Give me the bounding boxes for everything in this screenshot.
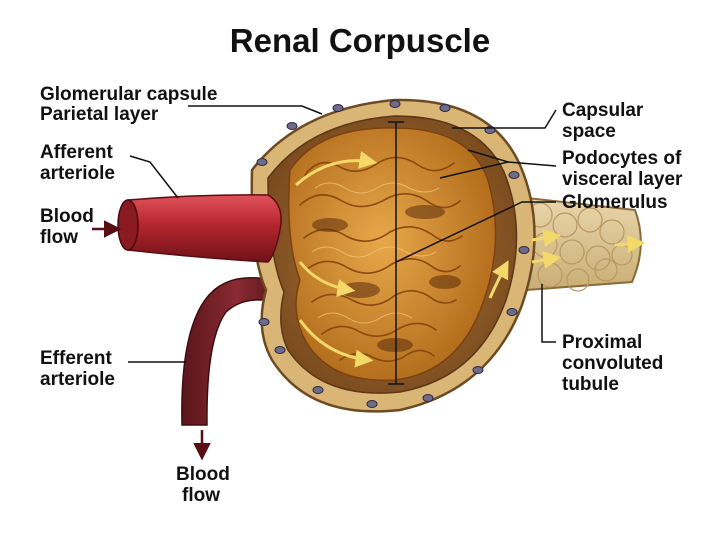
label-efferent: Efferent xyxy=(40,348,112,369)
label-flow-out: flow xyxy=(182,485,220,506)
label-glomerular-capsule: Glomerular capsule xyxy=(40,84,218,105)
label-visceral-layer: visceral layer xyxy=(562,169,683,190)
label-tubule: tubule xyxy=(562,374,619,395)
label-proximal: Proximal xyxy=(562,332,643,353)
leader-podocytes-2 xyxy=(467,149,509,163)
label-flow-in: flow xyxy=(40,227,78,248)
label-parietal-layer: Parietal layer xyxy=(40,104,159,125)
leader-tubule xyxy=(541,284,556,343)
leader-glomerulus xyxy=(395,201,556,263)
label-blood-in: Blood xyxy=(40,206,94,227)
label-podocytes-of: Podocytes of xyxy=(562,148,682,169)
afferent-lumen xyxy=(117,199,139,251)
label-efferent-arteriole: arteriole xyxy=(40,369,115,390)
label-afferent-arteriole: arteriole xyxy=(40,163,115,184)
glomerulus-span-bar xyxy=(388,121,404,385)
leader-afferent xyxy=(129,155,179,199)
leader-lines xyxy=(128,105,557,363)
afferent-arteriole xyxy=(127,194,282,263)
leader-parietal xyxy=(188,105,323,115)
leader-capsular-space xyxy=(452,109,557,129)
label-capsular: Capsular xyxy=(562,100,644,121)
efferent-arteriole xyxy=(181,277,293,426)
page-title: Renal Corpuscle xyxy=(229,22,491,59)
label-space: space xyxy=(562,121,616,142)
label-afferent: Afferent xyxy=(40,142,113,163)
filtrate-flow-arrows xyxy=(295,151,646,368)
label-glomerulus: Glomerulus xyxy=(562,192,668,213)
label-convoluted: convoluted xyxy=(562,353,664,374)
parietal-cell-nuclei xyxy=(256,100,530,408)
label-blood-out: Blood xyxy=(176,464,230,485)
